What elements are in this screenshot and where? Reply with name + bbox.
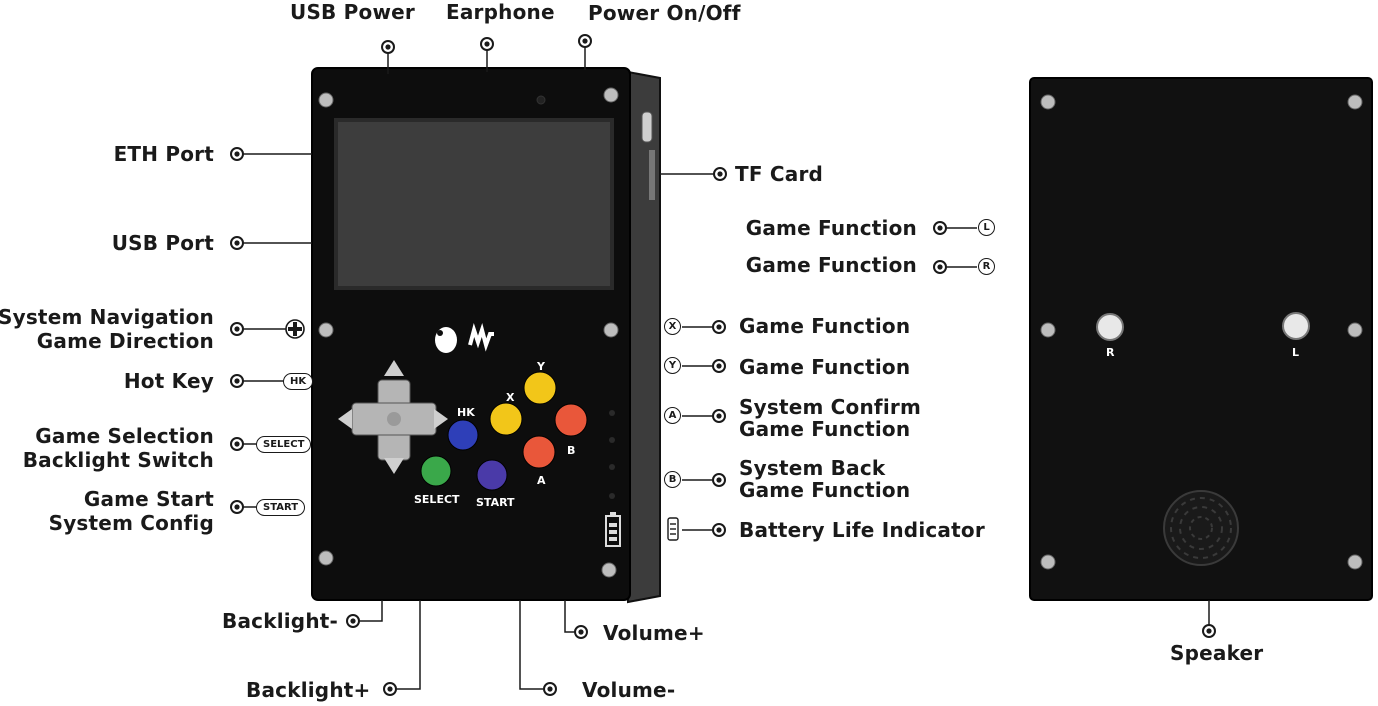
label-hot-key: Hot Key [123, 369, 214, 393]
label-usb-power: USB Power [290, 0, 415, 24]
l-key-icon: L [978, 219, 995, 236]
label-system-navigation: System Navigation Game Direction [0, 305, 214, 353]
label-earphone: Earphone [446, 0, 555, 24]
device-label-x: X [506, 391, 515, 404]
label-system-back-line2: Game Function [739, 478, 911, 502]
label-eth-port: ETH Port [113, 142, 214, 166]
label-power-onoff: Power On/Off [588, 1, 741, 25]
label-game-start-line1: Game Start [83, 487, 214, 511]
label-tf-card: TF Card [735, 162, 824, 186]
label-system-confirm-line1: System Confirm [739, 395, 921, 419]
brand-logos [435, 323, 494, 353]
label-speaker: Speaker [1170, 641, 1264, 665]
r-shoulder-button [1096, 313, 1124, 341]
label-volume-plus: Volume+ [603, 621, 705, 645]
b-key-icon: B [664, 471, 681, 488]
label-game-function-y: Game Function [739, 355, 911, 379]
label-volume-minus: Volume- [582, 678, 676, 702]
r-key-icon: R [978, 258, 995, 275]
dpad-symbol-icon [285, 319, 305, 339]
power-switch [641, 111, 653, 143]
dpad [338, 360, 448, 474]
battery-symbol-icon [667, 517, 679, 541]
label-game-start: Game Start System Config [49, 487, 214, 535]
battery-icon-device [605, 512, 621, 547]
leds [609, 410, 615, 499]
label-system-back-line1: System Back [739, 456, 886, 480]
screen [338, 122, 610, 286]
label-game-selection-line1: Game Selection [35, 424, 214, 448]
label-system-confirm: System Confirm Game Function [739, 396, 921, 440]
device-label-select: SELECT [414, 493, 460, 506]
label-usb-port: USB Port [111, 231, 214, 255]
device-label-a: A [537, 474, 546, 487]
device-label-start: START [476, 496, 515, 509]
label-game-function-l: Game Function [745, 216, 917, 240]
back-label-r: R [1106, 346, 1115, 359]
device-label-y: Y [537, 360, 545, 373]
callout-dots [230, 34, 1216, 696]
a-key-icon: A [664, 407, 681, 424]
label-system-navigation-line1: System Navigation [0, 305, 214, 329]
label-game-function-x: Game Function [739, 314, 911, 338]
label-system-confirm-line2: Game Function [739, 417, 911, 441]
device-label-hk: HK [457, 406, 475, 419]
label-game-selection: Game Selection Backlight Switch [23, 424, 214, 472]
l-shoulder-button [1282, 312, 1310, 340]
action-buttons [420, 371, 588, 491]
label-backlight-plus: Backlight+ [246, 678, 371, 702]
back-label-l: L [1292, 346, 1300, 359]
label-backlight-minus: Backlight- [222, 609, 339, 633]
label-game-function-r: Game Function [745, 253, 917, 277]
tf-card-slot [649, 150, 655, 200]
select-key-icon: SELECT [256, 436, 312, 453]
hk-key-icon: HK [283, 373, 314, 390]
label-game-selection-line2: Backlight Switch [22, 448, 214, 472]
front-device [311, 67, 661, 604]
label-system-back: System Back Game Function [739, 457, 910, 501]
device-label-b: B [567, 444, 576, 457]
x-key-icon: X [664, 318, 681, 335]
label-battery-life-indicator: Battery Life Indicator [739, 518, 985, 542]
start-key-icon: START [256, 499, 306, 516]
back-device [1029, 77, 1373, 601]
y-key-icon: Y [664, 357, 681, 374]
label-game-start-line2: System Config [48, 511, 214, 535]
label-system-navigation-line2: Game Direction [36, 329, 214, 353]
screws [318, 87, 619, 578]
speaker-grille [1163, 490, 1239, 566]
